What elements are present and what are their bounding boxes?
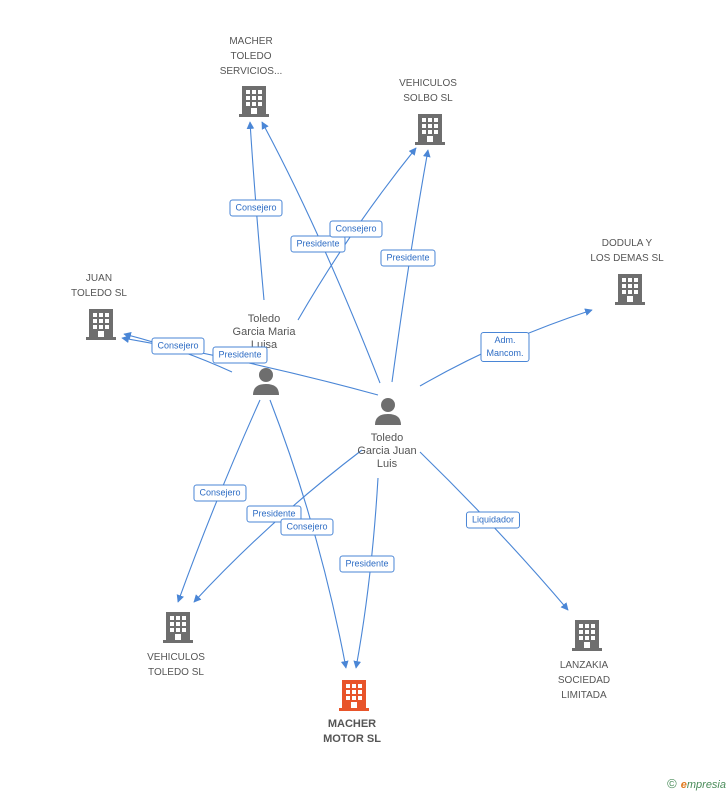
- building-icon[interactable]: [238, 84, 270, 118]
- building-icon[interactable]: [571, 618, 603, 652]
- company-label-macher-toledo[interactable]: MACHER TOLEDO SERVICIOS...: [219, 36, 283, 77]
- edge-label-presidente[interactable]: Presidente: [290, 235, 346, 253]
- brand-footer: ©empresia: [667, 776, 726, 791]
- edge-label-adm-mancom[interactable]: Adm. Mancom.: [480, 332, 530, 362]
- edge-label-presidente[interactable]: Presidente: [246, 505, 302, 523]
- company-label-dodula[interactable]: DODULA Y LOS DEMAS SL: [590, 238, 664, 264]
- edge-label-consejero[interactable]: Consejero: [229, 199, 283, 217]
- brand-initial: e: [680, 779, 687, 791]
- edge-juanluis-vehiculos-toledo: [193, 449, 363, 603]
- edge-label-consejero[interactable]: Consejero: [151, 337, 205, 355]
- edge-label-consejero[interactable]: Consejero: [280, 518, 334, 536]
- edge-juanluis-macher-motor: [353, 477, 379, 669]
- edge-label-presidente[interactable]: Presidente: [339, 555, 395, 573]
- person-icon[interactable]: [374, 396, 402, 426]
- building-icon[interactable]: [414, 112, 446, 146]
- edge-label-presidente[interactable]: Presidente: [212, 346, 268, 364]
- company-label-lanzakia[interactable]: LANZAKIA SOCIEDAD LIMITADA: [557, 660, 611, 701]
- building-icon-main[interactable]: [338, 678, 370, 712]
- edge-label-consejero[interactable]: Consejero: [193, 484, 247, 502]
- person-icon[interactable]: [252, 366, 280, 396]
- company-label-vehiculos-solbo[interactable]: VEHICULOS SOLBO SL: [399, 78, 457, 104]
- brand-name: mpresia: [686, 779, 726, 791]
- edge-juanluis-lanzakia: [419, 451, 569, 611]
- edge-label-presidente[interactable]: Presidente: [380, 249, 436, 267]
- company-label-vehiculos-toledo[interactable]: VEHICULOS TOLEDO SL: [147, 652, 205, 678]
- building-icon[interactable]: [85, 307, 117, 341]
- company-label-macher-motor[interactable]: MACHER MOTOR SL: [323, 718, 381, 745]
- building-icon[interactable]: [162, 610, 194, 644]
- edge-label-liquidador[interactable]: Liquidador: [465, 511, 521, 529]
- building-icon[interactable]: [614, 272, 646, 306]
- person-label-maria[interactable]: Toledo Garcia Maria Luisa: [232, 313, 296, 351]
- edge-label-consejero[interactable]: Consejero: [329, 220, 383, 238]
- person-label-juan-luis[interactable]: Toledo Garcia Juan Luis: [357, 432, 417, 470]
- copyright-icon: ©: [667, 776, 677, 791]
- company-label-juan-toledo[interactable]: JUAN TOLEDO SL: [71, 273, 127, 299]
